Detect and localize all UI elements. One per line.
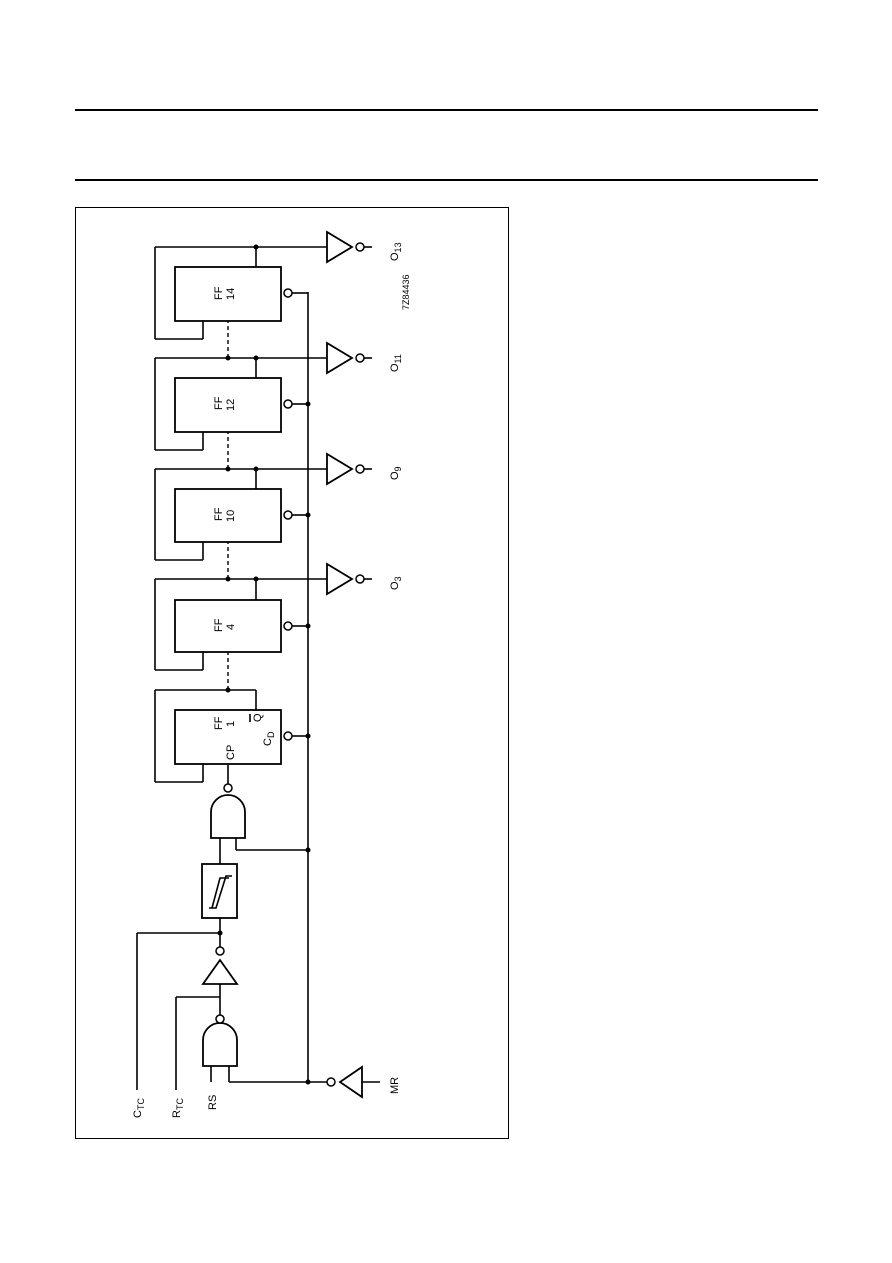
schmitt-trigger xyxy=(201,838,238,919)
ff-10-name: FF xyxy=(213,507,225,521)
svg-text:CD: CD xyxy=(262,731,276,746)
output-buffer-o11 xyxy=(326,341,372,375)
svg-text:RTC: RTC xyxy=(171,1098,185,1118)
output-buffer-o3 xyxy=(326,562,372,596)
ff-4-name: FF xyxy=(213,618,225,632)
output-label-o3: O3 xyxy=(389,576,403,590)
header-rule-bottom xyxy=(75,179,818,181)
output-label-o11: O11 xyxy=(389,354,403,372)
input-nand-gate xyxy=(202,1014,308,1083)
header-rule-top xyxy=(75,109,818,111)
clock-nand-gate xyxy=(210,765,308,851)
output-buffer-o9 xyxy=(326,452,372,486)
ff-4: FF 4 xyxy=(154,542,327,671)
ctc-label: CTC xyxy=(132,1098,146,1118)
output-buffer-o13 xyxy=(326,230,372,264)
svg-text:O3: O3 xyxy=(389,576,403,590)
ff-12-index: 12 xyxy=(225,399,237,411)
figure-frame xyxy=(75,207,509,1139)
ff-14: FF 14 xyxy=(154,244,327,340)
ff-1: FF 1 CP Q CD xyxy=(154,652,311,783)
mr-inverter xyxy=(308,1065,380,1099)
ff-12: FF 12 xyxy=(154,321,327,451)
svg-text:O11: O11 xyxy=(389,354,403,372)
ff-1-cp-pin: CP xyxy=(225,745,237,760)
ff-14-name: FF xyxy=(213,286,225,300)
ff-10: FF 10 xyxy=(154,432,327,561)
mr-label: MR xyxy=(389,1077,401,1094)
ff-1-index: 1 xyxy=(225,721,237,727)
svg-text:O13: O13 xyxy=(389,242,403,261)
svg-text:CTC: CTC xyxy=(132,1098,146,1118)
rs-label: RS xyxy=(207,1095,219,1110)
ff-10-index: 10 xyxy=(225,510,237,522)
output-label-o13: O13 xyxy=(389,242,403,261)
ff-12-name: FF xyxy=(213,396,225,410)
ff-4-index: 4 xyxy=(225,624,237,630)
output-label-o9: O9 xyxy=(389,466,403,480)
input-inverter xyxy=(201,918,239,997)
figure-id: 7Z84436 xyxy=(401,274,411,310)
ff-1-qbar-pin: Q xyxy=(252,713,264,722)
ff-1-cd-pin: CD xyxy=(262,731,276,746)
svg-text:O9: O9 xyxy=(389,466,403,480)
ff-1-name: FF xyxy=(213,716,225,730)
ff-14-index: 14 xyxy=(225,288,237,300)
rtc-label: RTC xyxy=(171,1098,185,1118)
